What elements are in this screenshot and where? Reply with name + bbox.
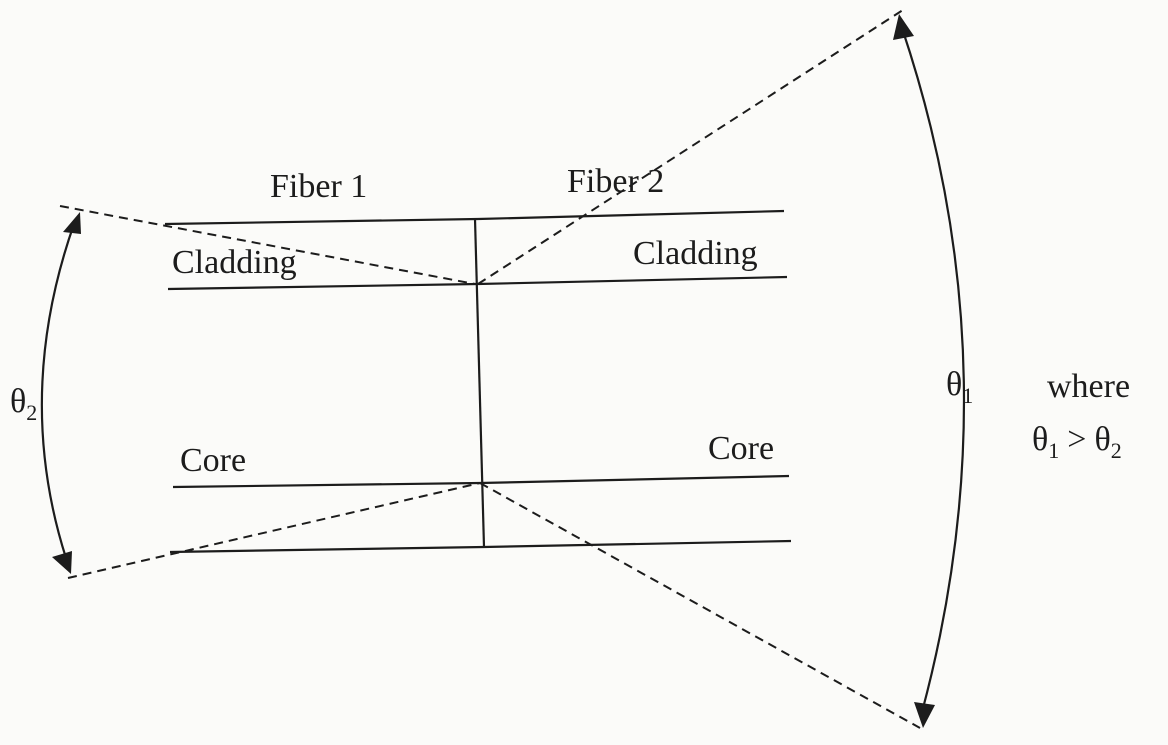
theta2-arc-bottom-arrowhead xyxy=(52,551,72,574)
fiber1-outer-bottom-line xyxy=(169,545,485,554)
theta1-symbol: θ xyxy=(946,366,962,403)
theta1-angle-arc xyxy=(900,27,966,713)
inequality-theta2-symbol: θ xyxy=(1094,421,1110,458)
inequality-theta1-symbol: θ xyxy=(1032,421,1048,458)
core-left-label: Core xyxy=(180,442,246,479)
fiber2-core-cladding-boundary xyxy=(479,474,790,485)
theta2-subscript: 2 xyxy=(26,400,37,425)
fiber2-upper-acceptance-ray xyxy=(477,7,907,285)
inequality-theta1-subscript: 1 xyxy=(1048,438,1059,463)
theta1-arc-top-arrowhead xyxy=(893,14,914,40)
theta2-angle-arc xyxy=(40,223,76,559)
theta2-arc-top-arrowhead xyxy=(63,212,81,234)
fiber2-outer-bottom-line xyxy=(483,539,792,549)
fiber1-lower-acceptance-ray xyxy=(67,482,481,579)
fiber1-outer-top-line xyxy=(164,217,479,226)
fiber2-outer-top-line xyxy=(477,209,785,221)
where-label: where xyxy=(1047,368,1130,405)
fiber1-core-cladding-boundary xyxy=(172,481,481,489)
theta1-arc-bottom-arrowhead xyxy=(914,702,935,728)
inequality-theta2-subscript: 2 xyxy=(1111,438,1122,463)
fiber-junction-line xyxy=(473,218,486,548)
fiber1-cladding-core-boundary xyxy=(167,282,479,291)
fiber1-upper-acceptance-ray xyxy=(59,205,476,285)
core-right-label: Core xyxy=(708,430,774,467)
theta2-label: θ2 xyxy=(10,383,37,425)
fiber1-label: Fiber 1 xyxy=(270,168,367,205)
fiber2-lower-acceptance-ray xyxy=(479,482,921,729)
theta1-label: θ1 xyxy=(946,366,973,408)
inequality-label: θ1>θ2 xyxy=(1032,421,1122,463)
cladding-right-label: Cladding xyxy=(633,235,758,272)
fiber2-label: Fiber 2 xyxy=(567,163,664,200)
theta1-subscript: 1 xyxy=(962,383,973,408)
inequality-gt-sign: > xyxy=(1067,421,1086,458)
fiber2-cladding-core-boundary xyxy=(477,275,788,286)
theta2-symbol: θ xyxy=(10,383,26,420)
cladding-left-label: Cladding xyxy=(172,244,297,281)
